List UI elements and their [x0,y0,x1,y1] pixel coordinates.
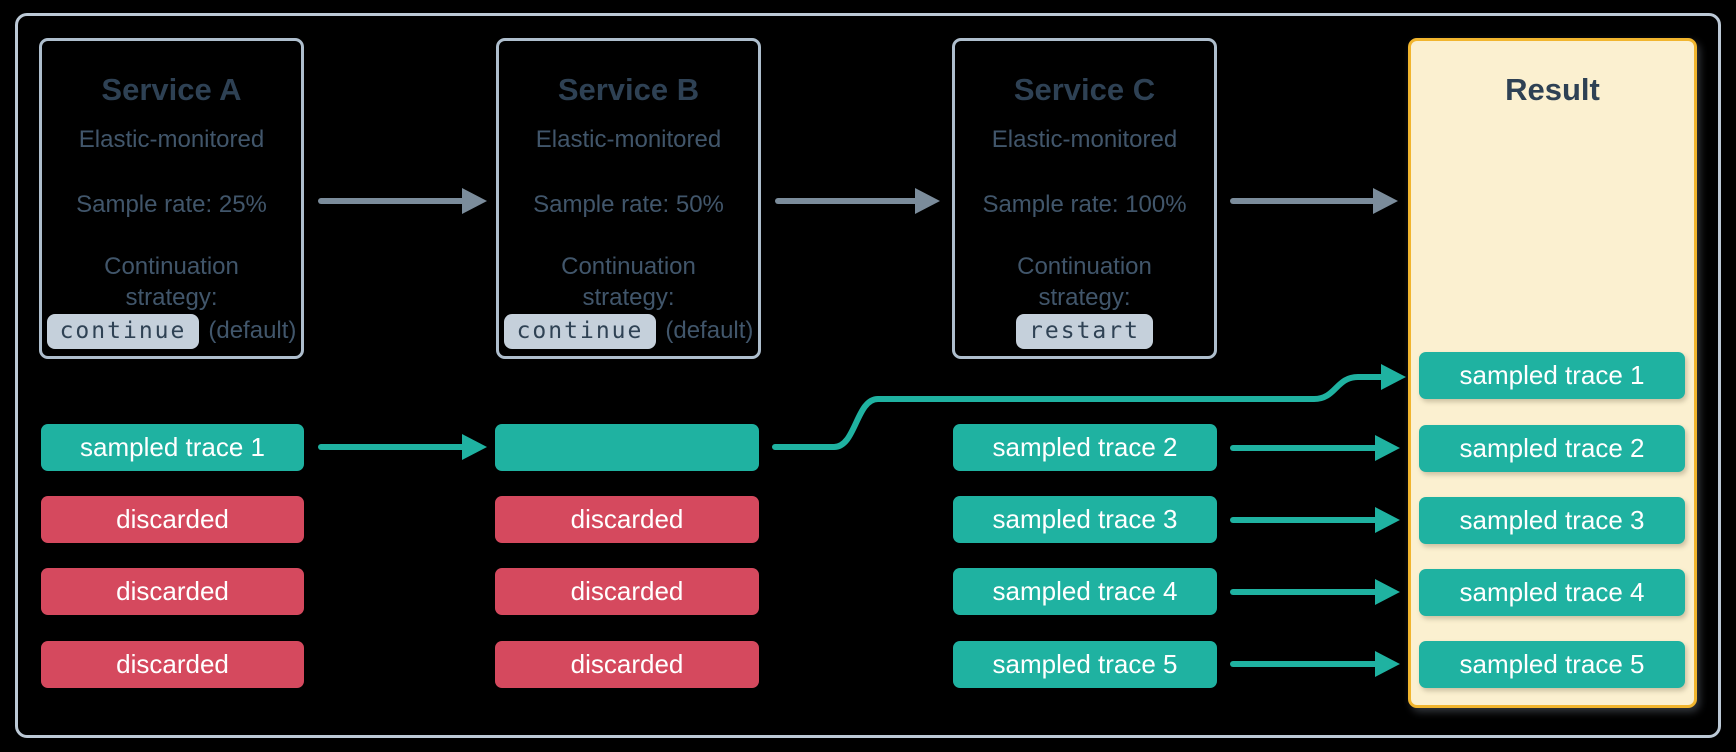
service-b-box: Service B Elastic-monitored Sample rate:… [496,38,761,359]
trace-chip-unlabeled [495,424,759,471]
service-a-box: Service A Elastic-monitored Sample rate:… [39,38,304,359]
trace-chip: discarded [495,641,759,688]
strategy-row: restart [955,313,1214,349]
trace-chip: discarded [495,568,759,615]
strategy-row: continue (default) [499,313,758,349]
strategy-chip: restart [1016,313,1153,349]
service-subtitle: Elastic-monitored [78,126,265,153]
service-title: Service B [557,72,700,107]
strategy-note: (default) [665,317,754,344]
sample-rate-label: Sample rate: 100% [982,191,1187,218]
result-trace-chip: sampled trace 3 [1419,497,1685,544]
service-subtitle: Elastic-monitored [535,126,722,153]
result-trace-chip: sampled trace 1 [1419,352,1685,399]
continuation-label-line2: strategy: [1038,284,1131,311]
continuation-label-line2: strategy: [125,284,218,311]
diagram-frame [15,13,1721,738]
trace-chip: discarded [495,496,759,543]
trace-chip: sampled trace 1 [41,424,304,471]
continuation-label-line1: Continuation [561,253,696,280]
strategy-note: (default) [208,317,297,344]
trace-chip: sampled trace 5 [953,641,1217,688]
trace-chip: sampled trace 2 [953,424,1217,471]
trace-chip: discarded [41,641,304,688]
service-title: Service C [1013,72,1156,107]
continuation-label-line2: strategy: [582,284,675,311]
continuation-label-line1: Continuation [104,253,239,280]
service-c-box: Service C Elastic-monitored Sample rate:… [952,38,1217,359]
result-title: Result [1505,72,1600,107]
result-trace-chip: sampled trace 5 [1419,641,1685,688]
trace-chip: sampled trace 4 [953,568,1217,615]
strategy-chip: continue [503,313,657,349]
sample-rate-label: Sample rate: 25% [76,191,267,218]
trace-chip: sampled trace 3 [953,496,1217,543]
service-subtitle: Elastic-monitored [991,126,1178,153]
result-trace-chip: sampled trace 4 [1419,569,1685,616]
trace-chip: discarded [41,496,304,543]
strategy-row: continue (default) [42,313,301,349]
sample-rate-label: Sample rate: 50% [533,191,724,218]
continuation-label-line1: Continuation [1017,253,1152,280]
trace-chip: discarded [41,568,304,615]
strategy-chip: continue [46,313,200,349]
service-title: Service A [101,72,242,107]
result-trace-chip: sampled trace 2 [1419,425,1685,472]
